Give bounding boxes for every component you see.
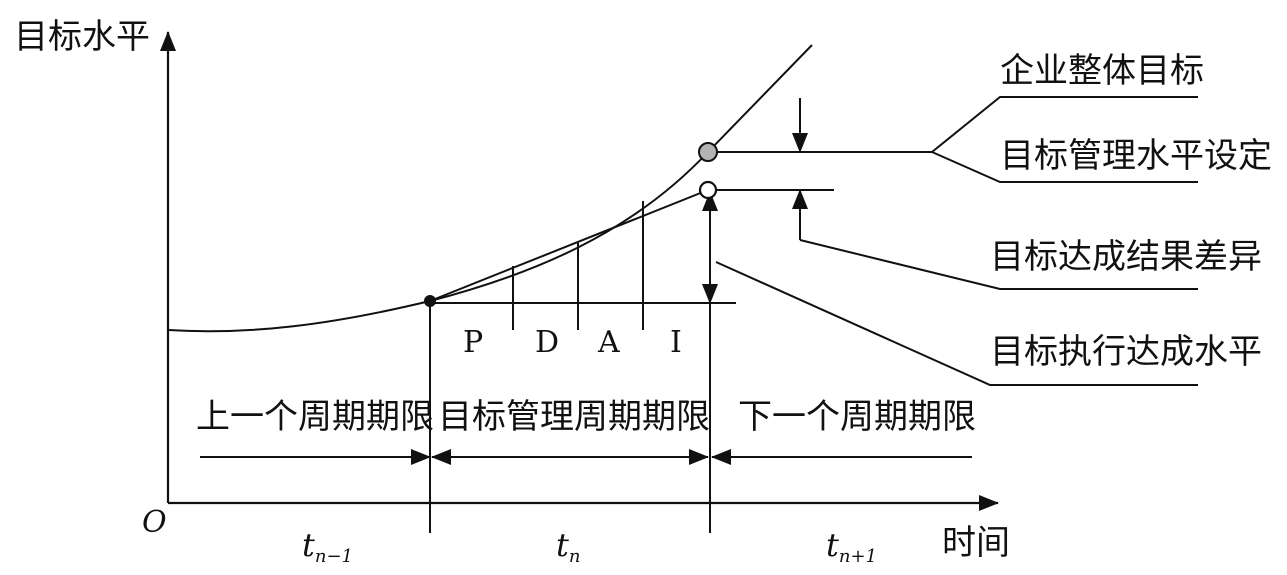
execution-line <box>429 189 709 302</box>
x-axis-label: 时间 <box>942 523 1010 563</box>
result-level-marker <box>698 180 718 200</box>
pdai-label-a: A <box>597 325 620 360</box>
gap-leader <box>799 239 1198 290</box>
label-enterprise-goal: 企业整体目标 <box>1000 51 1204 91</box>
pdai-label-i: I <box>670 325 682 360</box>
time-label-tn: tn <box>556 526 580 567</box>
pdai-label-p: P <box>463 325 483 360</box>
period-next-label: 下一个周期期限 <box>738 397 976 437</box>
origin-label: O <box>142 505 167 540</box>
execution-leader <box>715 261 1198 386</box>
time-label-tn+1: tn+1 <box>826 526 877 567</box>
y-axis-label: 目标水平 <box>14 17 150 57</box>
label-execution-level: 目标执行达成水平 <box>990 332 1262 372</box>
goal-fork-upper <box>931 96 1198 153</box>
start-point-marker <box>424 295 436 307</box>
time-label-tn-1: tn−1 <box>302 526 353 567</box>
pdai-label-d: D <box>535 325 559 360</box>
period-current-label: 目标管理周期期限 <box>438 397 710 437</box>
goal-fork-lower <box>931 151 1198 183</box>
goal-setting-marker <box>698 142 718 162</box>
label-goal-setting: 目标管理水平设定 <box>1000 136 1272 176</box>
period-previous-label: 上一个周期期限 <box>196 397 434 437</box>
label-result-gap: 目标达成结果差异 <box>990 237 1262 277</box>
